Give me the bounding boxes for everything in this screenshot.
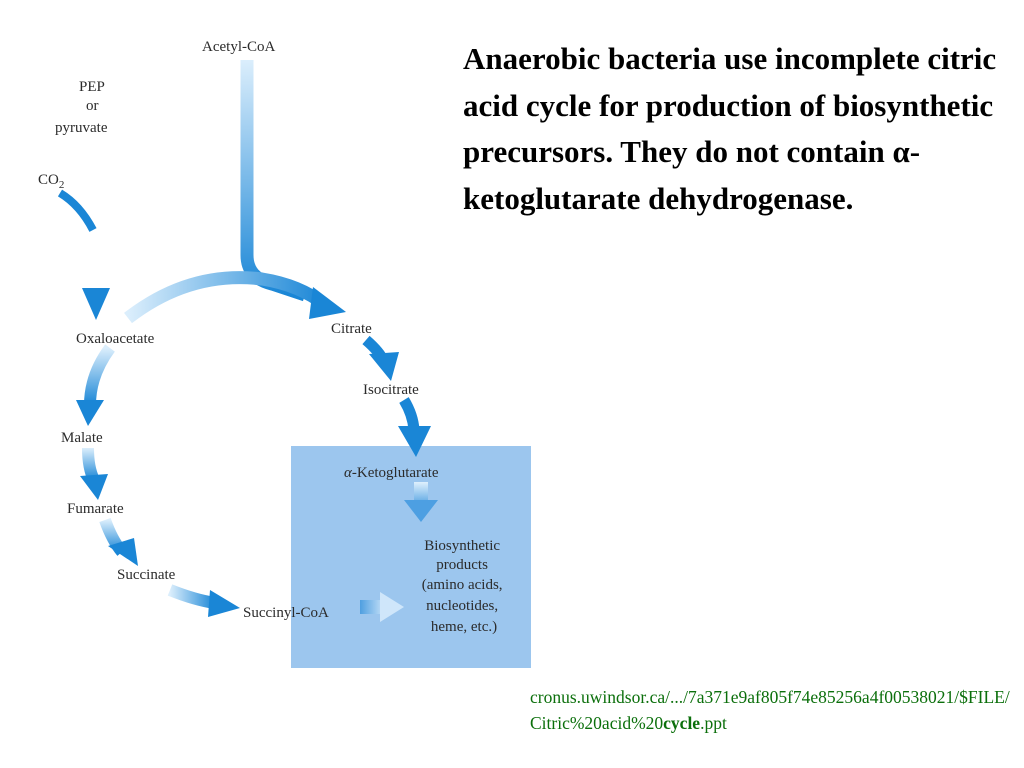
isocitrate-ketoglutarate-arrow [399, 397, 420, 431]
succinate-arrowhead [108, 538, 138, 566]
pep-label-line3: pyruvate [55, 120, 108, 136]
co2-arrow [57, 189, 97, 232]
ketoglutarate-product-arrowhead [404, 500, 438, 522]
succinylcoa-product-arrow-shaft [360, 600, 386, 614]
succinylcoa-product-arrowhead [380, 592, 404, 622]
ketoglutarate-alpha: α [344, 465, 353, 481]
biosynthetic-products-label: Biosynthetic products (amino acids, nucl… [422, 538, 507, 635]
source-citation: cronus.uwindsor.ca/.../7a371e9af805f74e8… [530, 684, 1010, 736]
succinylcoa-arrowhead [208, 590, 240, 617]
ketoglutarate-text: -Ketoglutarate [352, 465, 439, 481]
acetyl-coa-label: Acetyl-CoA [202, 39, 275, 55]
pep-arrowhead [82, 288, 110, 320]
malate-label: Malate [61, 430, 103, 446]
biosynthetic-line-2: products [436, 557, 488, 573]
ketoglutarate-product-arrow-shaft [414, 482, 428, 504]
biosynthetic-line-1: Biosynthetic [424, 538, 500, 554]
co2-subscript: 2 [59, 179, 65, 191]
biosynthetic-line-4: nucleotides, [426, 598, 498, 614]
source-url-pre: cronus.uwindsor.ca/.../7a371e9af805f74e8… [530, 687, 1010, 733]
isocitrate-arrowhead [369, 352, 399, 381]
ketoglutarate-arrowhead [398, 426, 431, 457]
acetyl-coa-arrow [240, 60, 308, 302]
biosynthetic-line-5: heme, etc.) [431, 619, 497, 635]
citrate-arrowhead [309, 287, 346, 319]
source-url-bold: cycle [663, 713, 701, 733]
citrate-label: Citrate [331, 321, 372, 337]
co2-label: CO2 [38, 172, 64, 191]
isocitrate-label: Isocitrate [363, 382, 419, 398]
fumarate-arrowhead [80, 474, 108, 500]
pep-label-line2: or [86, 98, 99, 114]
biosynthetic-region-box [291, 446, 531, 668]
succinate-label: Succinate [117, 567, 176, 583]
source-url-post: .ppt [700, 713, 727, 733]
co2-text: CO [38, 172, 59, 188]
biosynthetic-line-3: (amino acids, [422, 577, 503, 593]
slide-heading: Anaerobic bacteria use incomplete citric… [463, 41, 997, 216]
malate-arrowhead [76, 400, 104, 426]
fumarate-label: Fumarate [67, 501, 124, 517]
pep-label-line1: PEP [79, 79, 105, 95]
ketoglutarate-label: α-Ketoglutarate [344, 465, 439, 481]
oxaloacetate-citrate-arc [124, 271, 330, 324]
oxaloacetate-malate-arc [84, 344, 115, 406]
succinyl-coa-label: Succinyl-CoA [243, 605, 329, 621]
oxaloacetate-label: Oxaloacetate [76, 331, 155, 347]
succinate-succinylcoa-arc [167, 584, 216, 609]
